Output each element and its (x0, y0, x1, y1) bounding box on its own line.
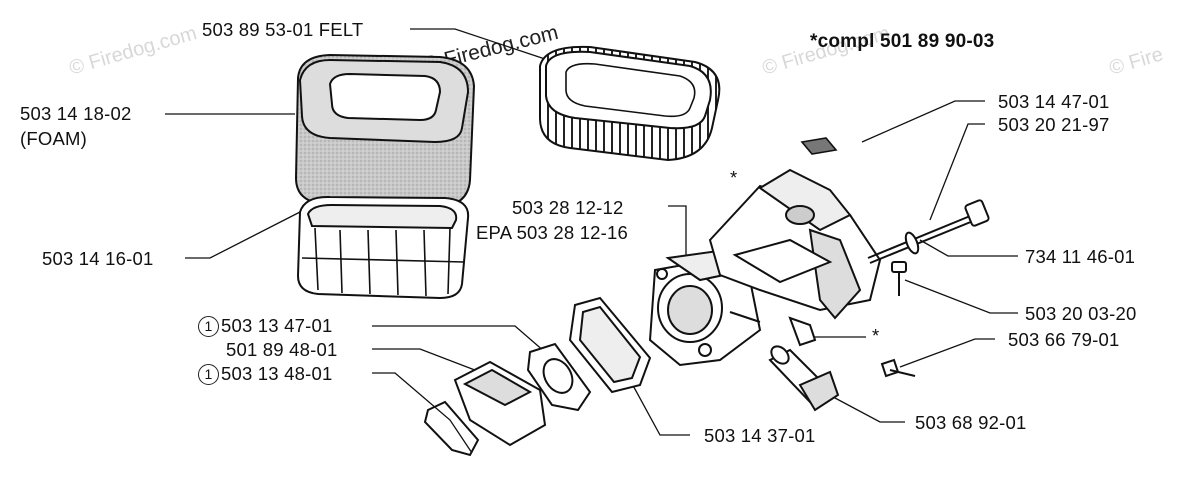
filter-holder-label: 503 14 16-01 (42, 248, 154, 269)
foam-filter-label: 503 14 18-02 (20, 103, 132, 124)
felt-filter-label: 503 89 53-01 FELT (202, 19, 364, 40)
leader-gasket1 (372, 325, 546, 353)
small-screw-label: 503 66 79-01 (1008, 329, 1120, 350)
leader-felt (410, 28, 561, 65)
carburetor-epa-label: EPA 503 28 12-16 (476, 222, 629, 243)
bolt-drawing (867, 199, 990, 264)
bolt-label: 503 20 21-97 (998, 114, 1110, 135)
small-screw-drawing (880, 358, 916, 378)
washer-label: 734 11 46-01 (1025, 246, 1136, 267)
gasket-1-drawing (526, 342, 592, 412)
carburetor-label: 503 28 12-12 (512, 197, 624, 218)
fuel-nipple-label: 503 68 92-01 (915, 412, 1027, 433)
foam-filter-drawing (294, 53, 476, 209)
foam-note-label: (FOAM) (20, 128, 87, 149)
leader-bolt (929, 123, 985, 221)
leader-gasket2 (372, 372, 473, 454)
gasket-1-number: 503 13 47-01 (221, 315, 333, 336)
leader-screw (904, 279, 1018, 314)
carburetor-drawing (648, 248, 817, 367)
leader-small-screw (899, 338, 995, 368)
gasket-2-number: 503 13 48-01 (221, 363, 333, 384)
leader-holder (185, 211, 301, 259)
clip-drawing (800, 137, 838, 155)
asterisk-top-marker: * (730, 167, 738, 188)
intake-manifold-label: 501 89 48-01 (226, 339, 338, 360)
leader-spacer (629, 379, 690, 436)
leader-manifold (372, 348, 481, 373)
screw-drawing (891, 261, 907, 296)
complete-assembly-label: *compl 501 89 90-03 (810, 31, 995, 52)
asterisk-side-marker: * (872, 325, 880, 346)
leader-nipple (819, 389, 905, 423)
leader-carb (668, 205, 687, 268)
felt-filter-drawing (539, 45, 721, 162)
leader-washer (919, 239, 1018, 257)
intake-elbow-drawing (708, 168, 882, 320)
intake-manifold-drawing (453, 360, 547, 447)
clip-label: 503 14 47-01 (998, 91, 1110, 112)
spacer-frame-label: 503 14 37-01 (704, 425, 816, 446)
screw-label: 503 20 03-20 (1025, 303, 1137, 324)
gasket-2-marker: 1 (198, 364, 219, 385)
leader-clip (861, 100, 985, 143)
fuel-nipple-drawing (768, 345, 840, 412)
filter-holder-drawing (296, 195, 470, 300)
spacer-frame-drawing (568, 296, 652, 394)
gasket-1-marker: 1 (198, 316, 219, 337)
gasket-2-drawing (423, 400, 480, 457)
